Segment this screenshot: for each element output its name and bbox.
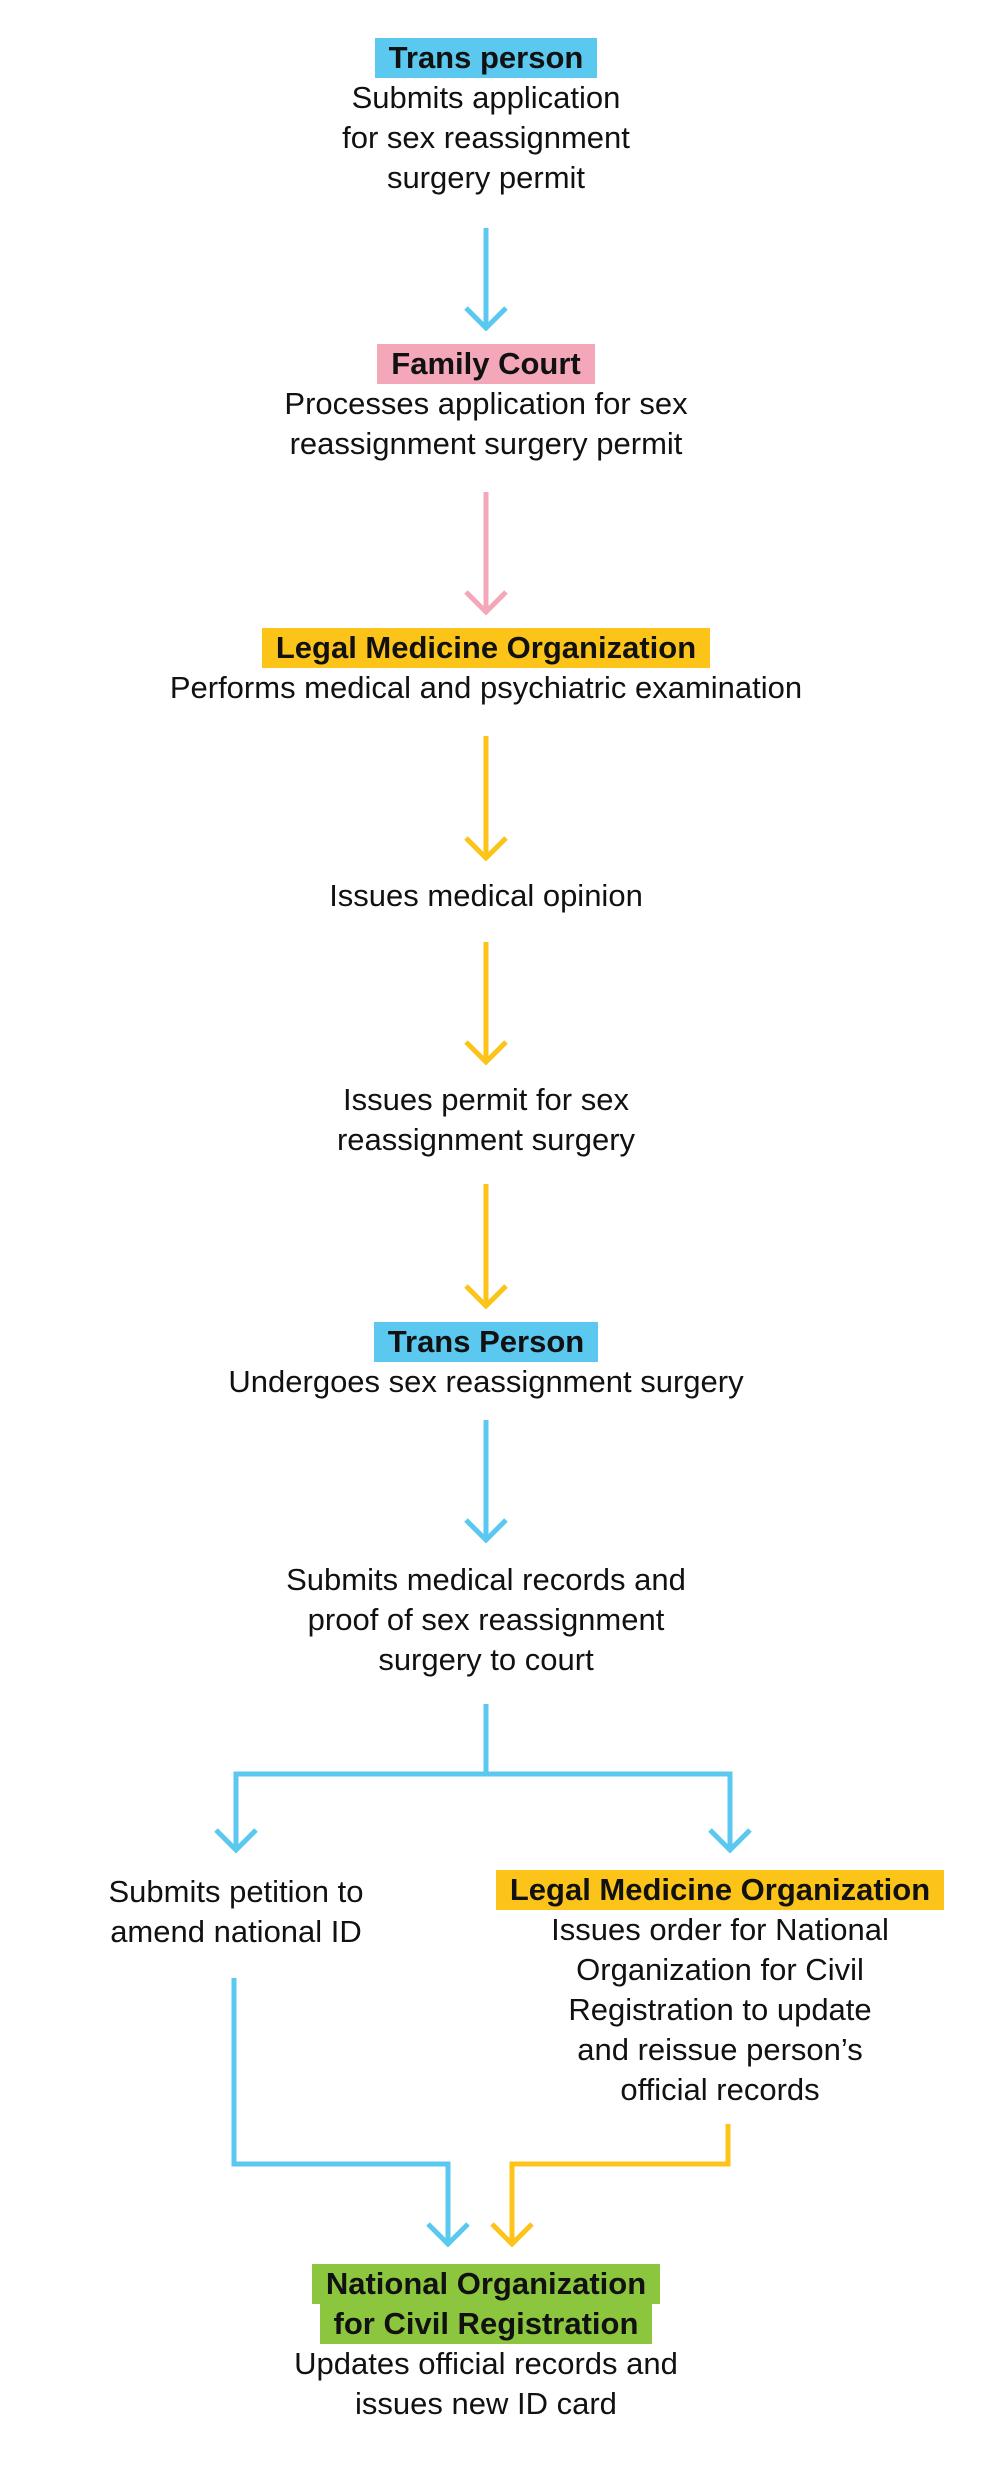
step-petition-amend-id: Submits petition to amend national ID (36, 1872, 436, 1952)
step-submits-records: Submits medical records and proof of sex… (236, 1560, 736, 1680)
step-description: Issues permit for sex reassignment surge… (336, 1082, 636, 1157)
step-family-court-processes: Family Court Processes application for s… (186, 344, 786, 464)
step-description: Updates official records and issues new … (294, 2346, 678, 2421)
step-issues-order: Legal Medicine Organization Issues order… (460, 1870, 980, 2110)
actor-label: Family Court (377, 344, 595, 384)
arrow-3 (464, 736, 508, 862)
actor-label: Trans Person (373, 1322, 599, 1362)
arrow-branch (214, 1704, 752, 1854)
step-description: Performs medical and psychiatric examina… (169, 670, 803, 705)
step-submit-application: Trans person Submits application for sex… (286, 38, 686, 198)
step-issues-medical-opinion: Issues medical opinion (236, 876, 736, 916)
arrow-1 (464, 228, 508, 332)
actor-label: Legal Medicine Organization (495, 1870, 945, 1910)
step-description: Submits application for sex reassignment… (342, 80, 630, 195)
step-description: Submits medical records and proof of sex… (286, 1562, 686, 1677)
actor-label: Trans person (374, 38, 598, 78)
step-medical-examination: Legal Medicine Organization Performs med… (86, 628, 886, 708)
step-description: Undergoes sex reassignment surgery (228, 1364, 744, 1399)
arrow-2 (464, 492, 508, 616)
step-undergoes-surgery: Trans Person Undergoes sex reassignment … (136, 1322, 836, 1402)
actor-label-line-2: for Civil Registration (319, 2304, 653, 2344)
step-description: Issues medical opinion (329, 878, 643, 913)
step-description: Submits petition to amend national ID (108, 1874, 364, 1949)
actor-label: Legal Medicine Organization (261, 628, 711, 668)
arrow-6 (464, 1420, 508, 1544)
arrow-right-merge (490, 2124, 731, 2248)
step-description: Issues order for National Organization f… (551, 1912, 889, 2107)
actor-label: National Organization for Civil Registra… (311, 2264, 661, 2344)
actor-label-line-1: National Organization (311, 2264, 661, 2304)
step-description: Processes application for sex reassignme… (284, 386, 688, 461)
step-updates-records: National Organization for Civil Registra… (186, 2264, 786, 2424)
arrow-left-merge (231, 1978, 470, 2248)
step-issues-permit: Issues permit for sex reassignment surge… (236, 1080, 736, 1160)
arrow-5 (464, 1184, 508, 1310)
arrow-4 (464, 942, 508, 1066)
